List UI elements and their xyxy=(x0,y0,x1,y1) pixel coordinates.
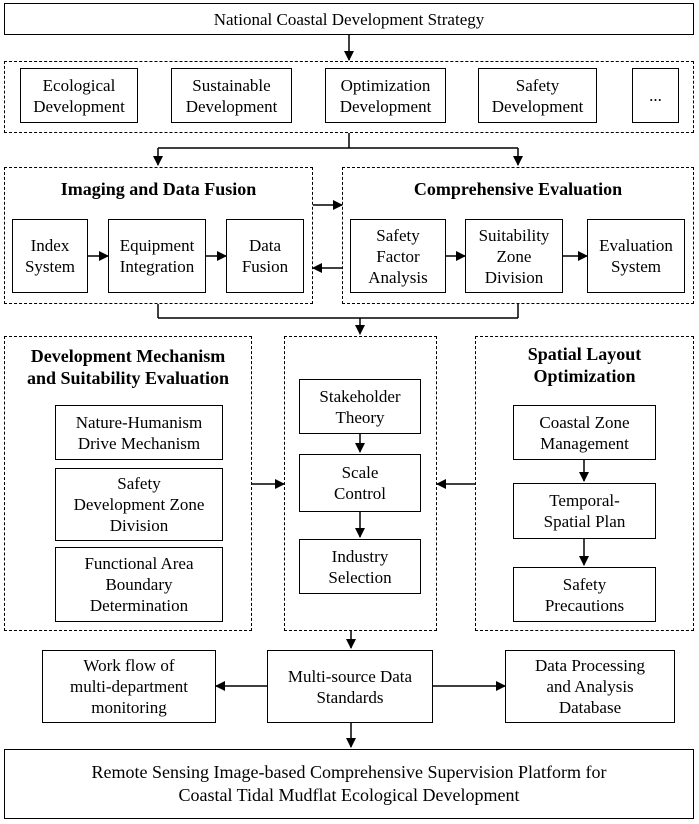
temporal-spatial-plan-box: Temporal- Spatial Plan xyxy=(513,483,656,539)
safety-factor-analysis-box: Safety Factor Analysis xyxy=(350,219,446,293)
scale-control-box: Scale Control xyxy=(299,454,421,512)
safety-zone-division-box: Safety Development Zone Division xyxy=(55,468,223,541)
principle-more: ... xyxy=(632,68,679,123)
evaluation-group xyxy=(342,167,694,304)
stakeholder-theory-box: Stakeholder Theory xyxy=(299,379,421,434)
safety-precautions-box: Safety Precautions xyxy=(513,567,656,622)
mechanism-group xyxy=(4,336,252,631)
principles-group xyxy=(4,61,694,133)
industry-selection-box: Industry Selection xyxy=(299,539,421,594)
principle-ecological: Ecological Development xyxy=(20,68,138,123)
imaging-title: Imaging and Data Fusion xyxy=(60,179,257,199)
coastal-zone-management-box: Coastal Zone Management xyxy=(513,405,656,460)
mechanism-title: Development Mechanism and Suitability Ev… xyxy=(26,346,230,388)
supervision-platform-box: Remote Sensing Image-based Comprehensive… xyxy=(4,749,694,819)
functional-area-box: Functional Area Boundary Determination xyxy=(55,547,223,622)
imaging-group xyxy=(4,167,313,304)
data-standards-box: Multi-source Data Standards xyxy=(267,650,433,723)
data-processing-database-box: Data Processing and Analysis Database xyxy=(505,650,675,723)
center-group xyxy=(284,336,437,631)
strategy-box: National Coastal Development Strategy xyxy=(4,3,694,35)
nature-humanism-box: Nature-Humanism Drive Mechanism xyxy=(55,405,223,460)
workflow-monitoring-box: Work flow of multi-department monitoring xyxy=(42,650,216,723)
principle-safety: Safety Development xyxy=(478,68,597,123)
evaluation-system-box: Evaluation System xyxy=(587,219,685,293)
index-system-box: Index System xyxy=(12,219,88,293)
suitability-zone-division-box: Suitability Zone Division xyxy=(465,219,563,293)
data-fusion-box: Data Fusion xyxy=(226,219,304,293)
spatial-title: Spatial Layout Optimization xyxy=(527,344,642,386)
equipment-integration-box: Equipment Integration xyxy=(108,219,206,293)
principle-optimization: Optimization Development xyxy=(325,68,446,123)
evaluation-title: Comprehensive Evaluation xyxy=(413,179,623,199)
principle-sustainable: Sustainable Development xyxy=(171,68,292,123)
spatial-group xyxy=(475,336,694,631)
